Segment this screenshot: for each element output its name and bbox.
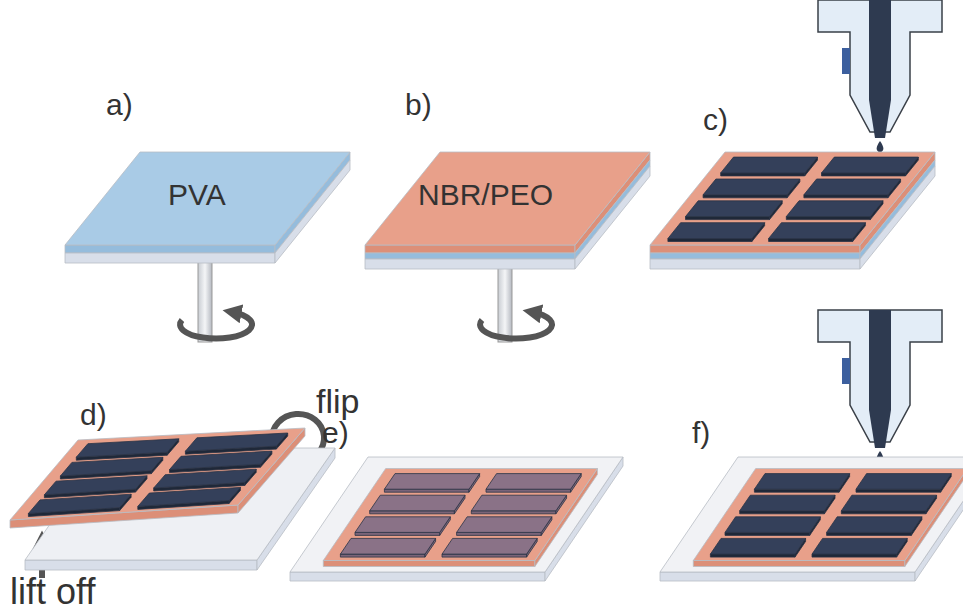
printed-electrode-side [841,511,926,514]
nbr-peo-layer-side [365,259,575,269]
printed-electrode-side [384,489,469,492]
nbr-peo-layer-top [365,152,650,245]
printed-electrode-side [856,489,941,492]
panel-letter: b) [405,88,432,121]
lifted-film-top [10,428,305,520]
printed-electrode-top [457,517,552,533]
flipped-film-top [693,469,963,561]
nbr-peo-layer-side [650,245,860,253]
glass-substrate-side [290,572,545,581]
printed-electrode-side [668,239,752,242]
printed-electrode-side [804,195,888,198]
printed-electrode-side [340,554,425,557]
printed-electrode-side [754,489,839,492]
printed-electrode-top [827,517,922,533]
printed-electrode-top [822,157,919,173]
printed-electrode-top [60,457,162,476]
step-label: flip [316,383,359,420]
printed-electrode-side [686,217,770,220]
printed-electrode-top [355,517,450,533]
step-label: lift off [10,572,95,612]
printed-electrode-top [442,538,537,554]
layer-name: NBR/PEO [418,178,553,211]
glass-substrate-side [25,560,257,570]
printed-electrode-top [28,494,131,513]
glass-substrate-top [660,457,963,572]
printed-electrode-top [486,474,581,490]
pva-layer-side [65,245,275,253]
printed-electrode-side [812,554,897,557]
printed-electrode-side [370,511,455,514]
nbr-peo-layer-side [365,253,575,259]
printed-electrode-side [769,239,853,242]
glass-substrate-top [290,457,623,572]
layer-name: PVA [168,178,226,211]
glass-substrate-top [25,448,335,560]
glass-substrate-side [660,572,915,581]
printed-electrode-top [725,517,820,533]
printed-electrode-top [138,487,241,506]
nbr-peo-layer-side [650,253,860,259]
printed-electrode-top [721,157,818,173]
printed-electrode-top [710,538,805,554]
printed-electrode-top [856,474,951,490]
flipped-film-side [323,561,535,567]
printed-electrode-top [841,495,936,511]
printed-electrode-side [442,554,527,557]
nbr-peo-layer-side [365,245,575,253]
nbr-peo-layer-top [650,152,935,245]
flipped-film-top [323,469,597,561]
printed-electrode-top [703,179,800,195]
printed-electrode-top [786,201,883,217]
printed-electrode-top [668,223,765,239]
printed-electrode-top [384,474,479,490]
printed-electrode-top [769,223,866,239]
printed-electrode-side [703,195,787,198]
printed-electrode-top [740,495,835,511]
printed-electrode-top [170,451,272,470]
printed-electrode-side [710,554,795,557]
printed-electrode-side [786,217,870,220]
printed-electrode-side [725,532,810,535]
panel-letter: c) [703,103,728,136]
printed-electrode-top [812,538,907,554]
printed-electrode-top [76,439,178,457]
printed-electrode-top [754,474,849,490]
flipped-film-side [693,561,905,567]
printed-electrode-top [154,469,257,488]
printed-electrode-top [804,179,901,195]
pva-layer-top [65,152,350,245]
nbr-peo-layer-side [650,259,860,269]
panel-letter: d) [80,398,107,431]
printed-electrode-top [370,495,465,511]
printed-electrode-side [457,532,542,535]
printed-electrode-top [340,538,435,554]
printed-electrode-top [686,201,783,217]
printed-electrode-side [471,511,556,514]
printed-electrode-side [486,489,571,492]
pva-layer-side [65,253,275,263]
panel-letter: e) [322,416,349,449]
panel-letter: f) [692,416,710,449]
printed-electrode-top [185,433,287,451]
printed-electrode-side [355,532,440,535]
printed-electrode-top [471,495,566,511]
printed-electrode-side [822,173,906,176]
printed-electrode-side [721,173,805,176]
printed-electrode-side [827,532,912,535]
printed-electrode-top [44,476,147,495]
printed-electrode-side [740,511,825,514]
panel-letter: a) [106,88,133,121]
